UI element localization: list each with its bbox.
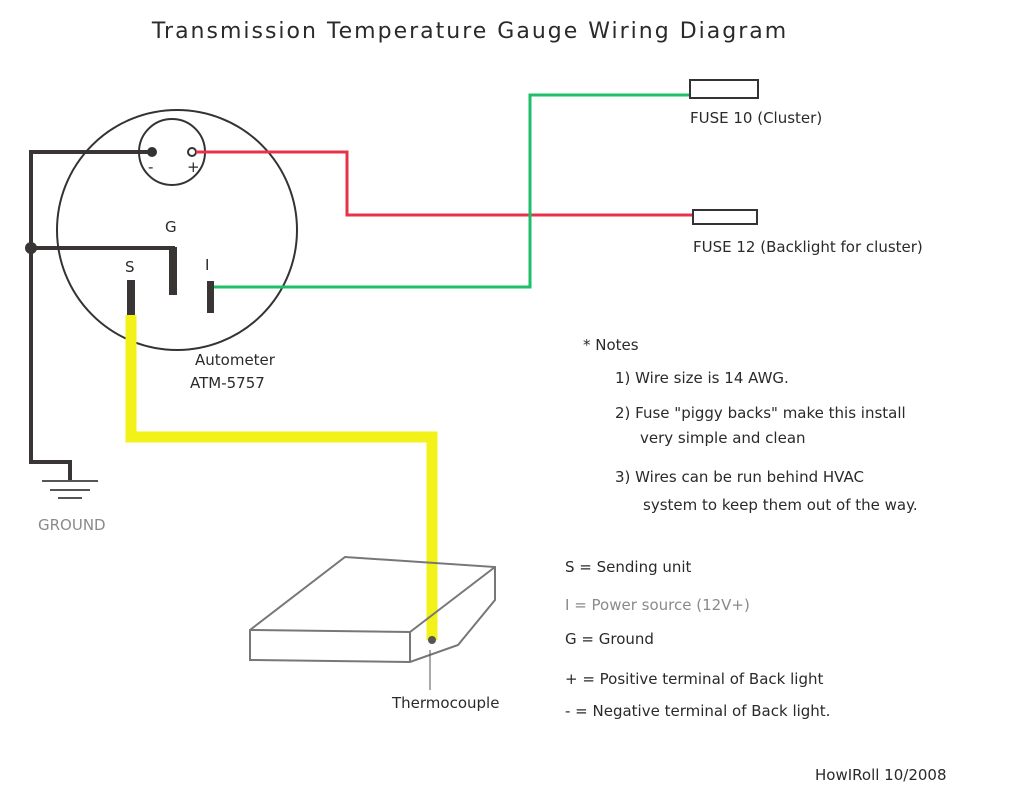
fuse-12-label: FUSE 12 (Backlight for cluster) bbox=[693, 238, 923, 256]
s-label: S bbox=[125, 258, 135, 276]
thermocouple-sensor bbox=[428, 636, 436, 644]
legend-minus: - = Negative terminal of Back light. bbox=[565, 702, 830, 720]
s-terminal bbox=[127, 280, 135, 320]
note-3: 3) Wires can be run behind HVAC bbox=[615, 468, 864, 486]
i-label: I bbox=[205, 256, 209, 274]
note-1: 1) Wire size is 14 AWG. bbox=[615, 369, 789, 387]
plus-label: + bbox=[187, 158, 200, 176]
ground-symbol bbox=[42, 480, 98, 499]
gauge-brand: Autometer bbox=[195, 351, 276, 369]
fuse-10-label: FUSE 10 (Cluster) bbox=[690, 109, 822, 127]
diagram-title: Transmission Temperature Gauge Wiring Di… bbox=[151, 19, 788, 44]
green-wire bbox=[214, 93, 690, 289]
junction-dot bbox=[25, 242, 37, 254]
thermocouple-label: Thermocouple bbox=[391, 694, 499, 712]
note-3b: system to keep them out of the way. bbox=[643, 496, 918, 514]
fuse-12 bbox=[692, 209, 758, 225]
note-2b: very simple and clean bbox=[640, 429, 806, 447]
gauge-body bbox=[56, 109, 298, 351]
yellow-wire bbox=[125, 315, 438, 640]
fuse-10 bbox=[689, 79, 759, 99]
ground-wire bbox=[29, 150, 175, 480]
legend-s: S = Sending unit bbox=[565, 558, 692, 576]
legend-plus: + = Positive terminal of Back light bbox=[565, 670, 823, 688]
legend-i: I = Power source (12V+) bbox=[565, 596, 750, 614]
plus-terminal bbox=[187, 147, 197, 157]
signature: HowIRoll 10/2008 bbox=[815, 766, 947, 784]
minus-label: - bbox=[148, 158, 153, 176]
i-terminal bbox=[207, 281, 214, 313]
red-wire bbox=[196, 150, 695, 217]
legend-g: G = Ground bbox=[565, 630, 654, 648]
g-label: G bbox=[165, 218, 177, 236]
note-2: 2) Fuse "piggy backs" make this install bbox=[615, 404, 906, 422]
g-terminal bbox=[169, 247, 177, 295]
transmission-pan bbox=[249, 555, 496, 664]
minus-terminal bbox=[147, 147, 157, 157]
gauge-model: ATM-5757 bbox=[190, 374, 265, 392]
ground-label: GROUND bbox=[38, 516, 106, 534]
notes-heading: * Notes bbox=[583, 336, 639, 354]
